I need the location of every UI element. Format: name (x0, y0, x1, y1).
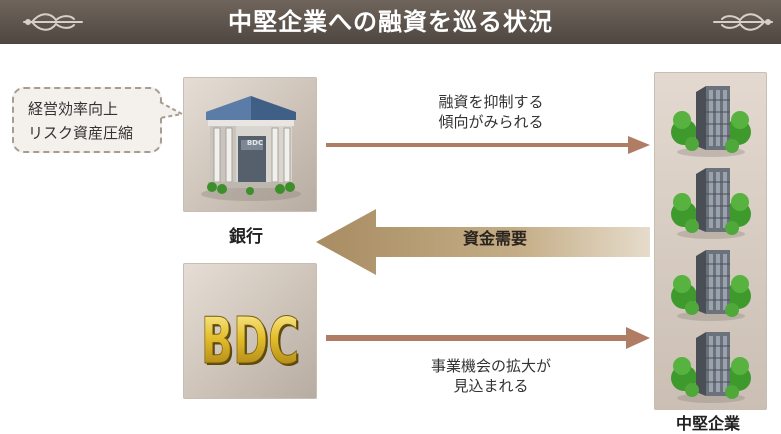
companies-label: 中堅企業 (676, 414, 741, 433)
restrict-arrow (326, 136, 650, 154)
company-building-3 (670, 249, 752, 322)
bdc-logo-shadow: BDC (203, 307, 301, 381)
opportunity-arrow (326, 327, 650, 349)
company-building-1 (670, 85, 752, 158)
diagram-title: 中堅企業への融資を巡る状況 (228, 8, 553, 36)
bdc-logo: BDC BDC (201, 305, 302, 382)
company-building-2 (670, 167, 752, 240)
speech-bubble-tail (158, 101, 185, 119)
title-bar (0, 0, 781, 44)
bank-building-sign: BDC (246, 139, 264, 147)
right-ornament-icon (713, 13, 773, 31)
bdc-logo-text: BDC (201, 305, 299, 379)
speech-bubble: 経営効率向上 リスク資産圧縮 (12, 87, 162, 153)
restrict-line-1: 融資を抑制する (438, 93, 544, 111)
bdc-tile (183, 263, 317, 399)
speech-line-1: 経営効率向上 (28, 100, 119, 118)
restrict-arrow-label: 融資を抑制する 傾向がみられる (396, 92, 586, 132)
demand-arrow-label: 資金需要 (462, 229, 527, 248)
bank-label: 銀行 (229, 227, 263, 247)
company-building-4 (670, 331, 752, 404)
opportunity-line-2: 見込まれる (453, 377, 529, 395)
opportunity-arrow-label: 事業機会の拡大が 見込まれる (396, 356, 586, 396)
company-buildings (670, 85, 752, 404)
speech-line-2: リスク資産圧縮 (28, 124, 134, 142)
restrict-line-2: 傾向がみられる (438, 113, 544, 131)
bank-building-icon (201, 96, 301, 201)
opportunity-line-1: 事業機会の拡大が (430, 357, 551, 375)
left-ornament-icon (23, 13, 83, 31)
demand-arrow (316, 209, 650, 275)
